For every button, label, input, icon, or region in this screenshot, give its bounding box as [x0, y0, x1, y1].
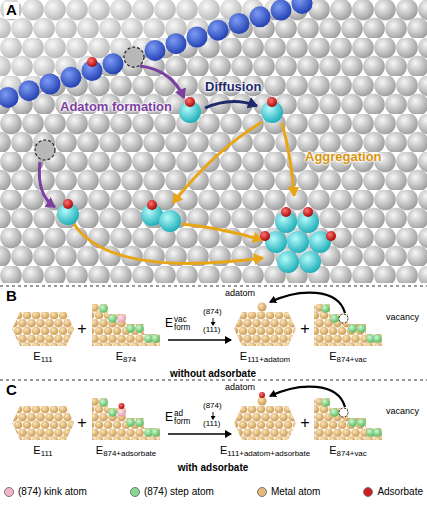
plus-sign: + — [300, 414, 309, 432]
subscript: 111 — [41, 449, 53, 458]
legend-swatch — [257, 487, 267, 497]
process-label: Adatom formation — [60, 100, 172, 114]
panel-letter: C — [6, 381, 17, 398]
legend-text: (874) kink atom — [18, 486, 87, 497]
legend-item: (874) kink atom — [4, 486, 87, 497]
legend-text: Adsorbate — [377, 486, 423, 497]
subscript: form — [174, 418, 190, 426]
plus-sign: + — [300, 320, 309, 337]
subscript: 111 — [41, 355, 53, 364]
subscript: 111+adatom+adsorbate — [227, 449, 310, 458]
subscript: 874+adsorbate — [103, 449, 156, 458]
panel-b-illustration — [12, 293, 382, 346]
panel-caption: with adsorbate — [178, 462, 249, 473]
legend-swatch — [130, 487, 140, 497]
panel-c-illustration — [12, 387, 382, 440]
superscript: vac — [174, 316, 190, 324]
energy-label: E — [33, 350, 40, 362]
energy-label: Evacform — [165, 316, 190, 332]
panel-caption: without adsorbate — [170, 368, 256, 379]
panel-letter: A — [4, 2, 19, 19]
subscript: 111+adatom — [247, 355, 290, 364]
energy-label: E — [165, 410, 173, 424]
plus-sign: + — [77, 320, 86, 338]
legend-text: Metal atom — [271, 486, 320, 497]
energy-label: E — [329, 444, 336, 456]
process-label: Adatom formation — [60, 99, 172, 114]
energy-label: E874+vac — [329, 444, 366, 459]
energy-label: E — [165, 316, 173, 330]
legend-swatch — [4, 487, 14, 497]
separator — [0, 380, 427, 381]
energy-label: E111+adatom — [240, 350, 290, 365]
energy-label: E874+vac — [329, 350, 366, 365]
legend-swatch — [363, 487, 373, 497]
energy-label: E — [33, 444, 40, 456]
process-label: Diffusion — [205, 80, 261, 94]
energy-label: E — [329, 350, 336, 362]
legend-item: (874) step atom — [130, 486, 214, 497]
legend: (874) kink atom (874) step atom Metal atom… — [4, 486, 423, 497]
panel-letter: A — [6, 1, 17, 18]
atom-label: vacancy — [386, 406, 419, 416]
atom-label: vacancy — [386, 312, 419, 322]
plus-sign: + — [300, 320, 309, 338]
plus-sign: + — [77, 414, 86, 432]
energy-label: E111 — [33, 444, 52, 459]
energy-label: E111+adatom+adsorbate — [220, 444, 310, 459]
atom-label: adatom — [225, 289, 255, 299]
process-label: Aggregation — [305, 149, 382, 164]
legend-item: Metal atom — [257, 486, 320, 497]
energy-label: E874+adsorbate — [96, 444, 156, 459]
facet-label: (874) — [203, 401, 222, 410]
separator — [0, 286, 427, 287]
atom-label: vacancy — [386, 313, 419, 323]
facet-label: (111) — [203, 419, 221, 428]
energy-label: E — [116, 350, 123, 362]
panel-letter: C — [6, 382, 17, 399]
process-label: Diffusion — [205, 79, 261, 94]
panel-caption: with adsorbate — [178, 462, 249, 473]
facet-label: (874) — [203, 402, 222, 411]
energy-label: E — [96, 444, 103, 456]
facet-label: (874) — [203, 307, 222, 316]
facet-label: (111) — [203, 325, 221, 334]
atom-label: vacancy — [386, 407, 419, 417]
atom-label: adatom — [225, 383, 255, 393]
step-atoms — [0, 0, 313, 108]
panel-letter: B — [6, 287, 17, 304]
surface-illustration — [0, 0, 427, 283]
plus-sign: + — [77, 320, 86, 337]
facet-label: (111) — [203, 420, 221, 429]
atom-label: adatom — [225, 382, 255, 392]
subscript: 874+vac — [337, 449, 367, 458]
panel-caption: without adsorbate — [170, 368, 256, 379]
energy-label: E — [240, 350, 247, 362]
energy-label: E111 — [33, 350, 52, 365]
adsorbate — [119, 403, 125, 409]
energy-label: E — [220, 444, 227, 456]
subscript: 874+vac — [337, 355, 367, 364]
plus-sign: + — [77, 414, 86, 431]
subscript: form — [174, 324, 190, 332]
script-stack: vacform — [174, 316, 190, 332]
subscript: 874 — [123, 355, 136, 364]
adsorbate — [259, 392, 265, 398]
legend-item: Adsorbate — [363, 486, 423, 497]
energy-label: Eadform — [165, 410, 190, 426]
script-stack: adform — [174, 410, 190, 426]
atom-label: adatom — [225, 288, 255, 298]
plus-sign: + — [300, 414, 309, 431]
superscript: ad — [174, 410, 190, 418]
facet-label: (874) — [203, 308, 222, 317]
panel-letter: B — [6, 288, 17, 305]
adatom-cluster — [260, 207, 336, 273]
energy-label: E874 — [116, 350, 137, 365]
process-label: Aggregation — [305, 150, 382, 164]
facet-label: (111) — [203, 326, 221, 335]
legend-text: (874) step atom — [144, 486, 214, 497]
